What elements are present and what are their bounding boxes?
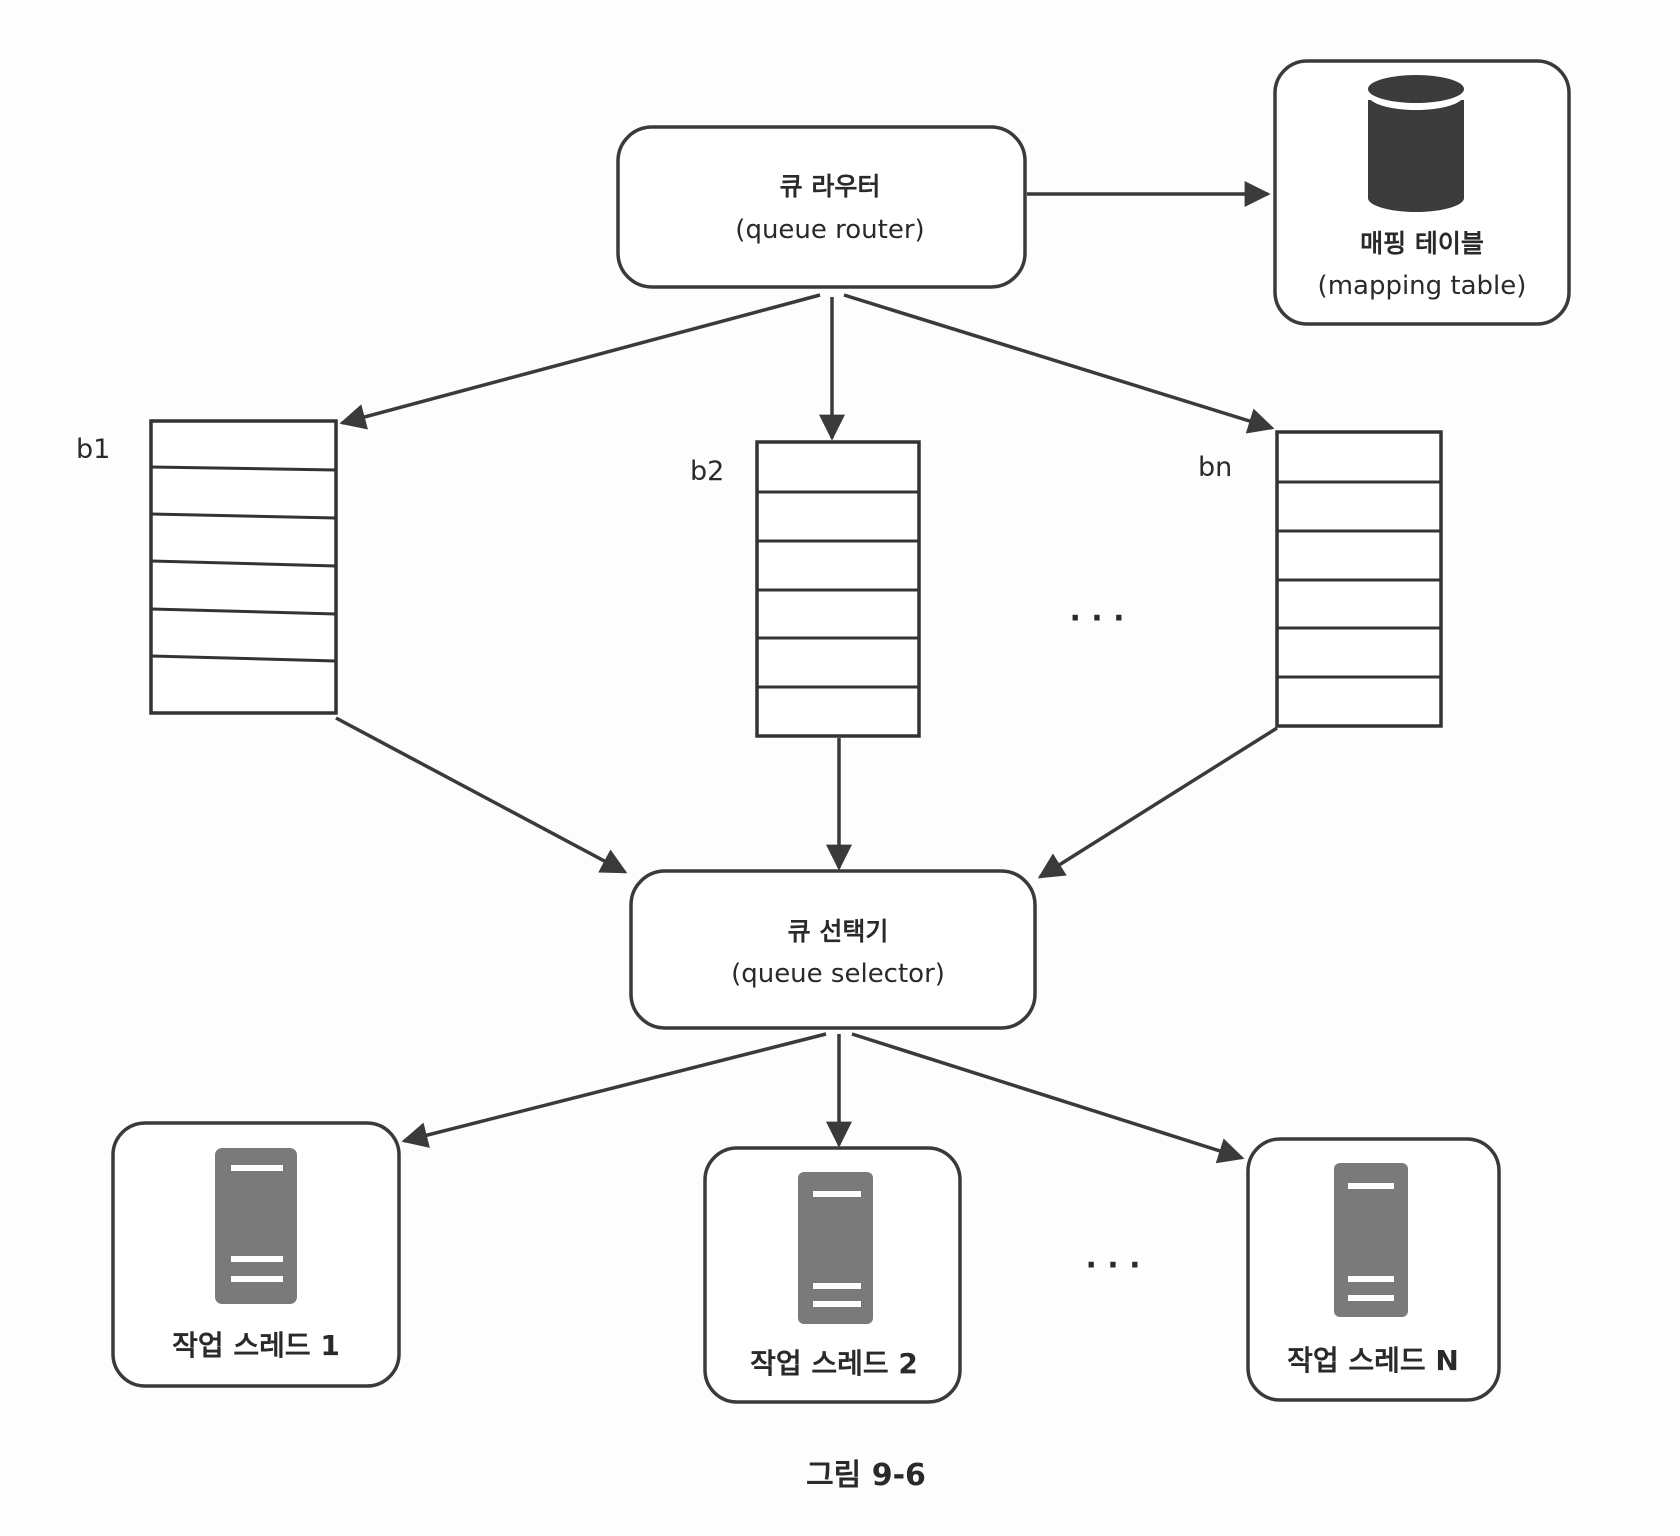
queue-b1: b1 bbox=[76, 419, 338, 715]
queue-slot-divider bbox=[150, 607, 337, 616]
worker-thread-n-label: 작업 스레드 N bbox=[1287, 1344, 1459, 1377]
worker-thread-1: 작업 스레드 1 bbox=[111, 1121, 401, 1388]
queue-label-bn: bn bbox=[1198, 452, 1232, 483]
worker-thread-2-label: 작업 스레드 2 bbox=[750, 1347, 918, 1380]
server-icon bbox=[1334, 1163, 1408, 1317]
database-icon bbox=[1368, 75, 1464, 212]
server-icon bbox=[215, 1148, 297, 1304]
arrow-bn-to-selector bbox=[1037, 726, 1278, 879]
queue-label-b2: b2 bbox=[690, 456, 724, 487]
mapping-table-node: 매핑 테이블 (mapping table) bbox=[1273, 59, 1571, 326]
arrow-b1-to-selector bbox=[335, 716, 628, 874]
arrow-router-to-bn bbox=[843, 293, 1275, 434]
queue-label-b1: b1 bbox=[76, 434, 110, 465]
figure-caption: 그림 9-6 bbox=[806, 1458, 926, 1493]
queue-slot-divider bbox=[150, 512, 337, 520]
arrow-selector-to-worker-1 bbox=[401, 1032, 827, 1148]
queue-slot-divider bbox=[150, 654, 337, 663]
queue-selector-title-en: (queue selector) bbox=[731, 959, 945, 989]
queue-slot-divider bbox=[150, 465, 337, 472]
queue-slot-divider bbox=[150, 559, 337, 568]
queue-router-title-en: (queue router) bbox=[735, 215, 924, 245]
queue-router-node: 큐 라우터 (queue router) bbox=[616, 125, 1027, 289]
queue-bn: bn bbox=[1198, 430, 1443, 728]
queue-b2: b2 bbox=[690, 440, 921, 738]
queue-ellipsis: · · · bbox=[1069, 601, 1124, 636]
queue-router-title-kr: 큐 라우터 bbox=[780, 172, 881, 201]
mapping-table-title-en: (mapping table) bbox=[1318, 271, 1527, 301]
worker-thread-2: 작업 스레드 2 bbox=[703, 1146, 962, 1404]
arrow-router-to-b1 bbox=[339, 293, 821, 430]
queue-selector-node: 큐 선택기 (queue selector) bbox=[629, 869, 1037, 1030]
queue-selector-title-kr: 큐 선택기 bbox=[788, 917, 889, 946]
arrow-selector-to-worker-n bbox=[851, 1032, 1245, 1164]
server-icon bbox=[798, 1172, 873, 1324]
worker-thread-1-label: 작업 스레드 1 bbox=[172, 1329, 340, 1362]
mapping-table-title-kr: 매핑 테이블 bbox=[1360, 229, 1484, 258]
worker-ellipsis: · · · bbox=[1085, 1248, 1140, 1283]
worker-thread-n: 작업 스레드 N bbox=[1246, 1137, 1501, 1402]
